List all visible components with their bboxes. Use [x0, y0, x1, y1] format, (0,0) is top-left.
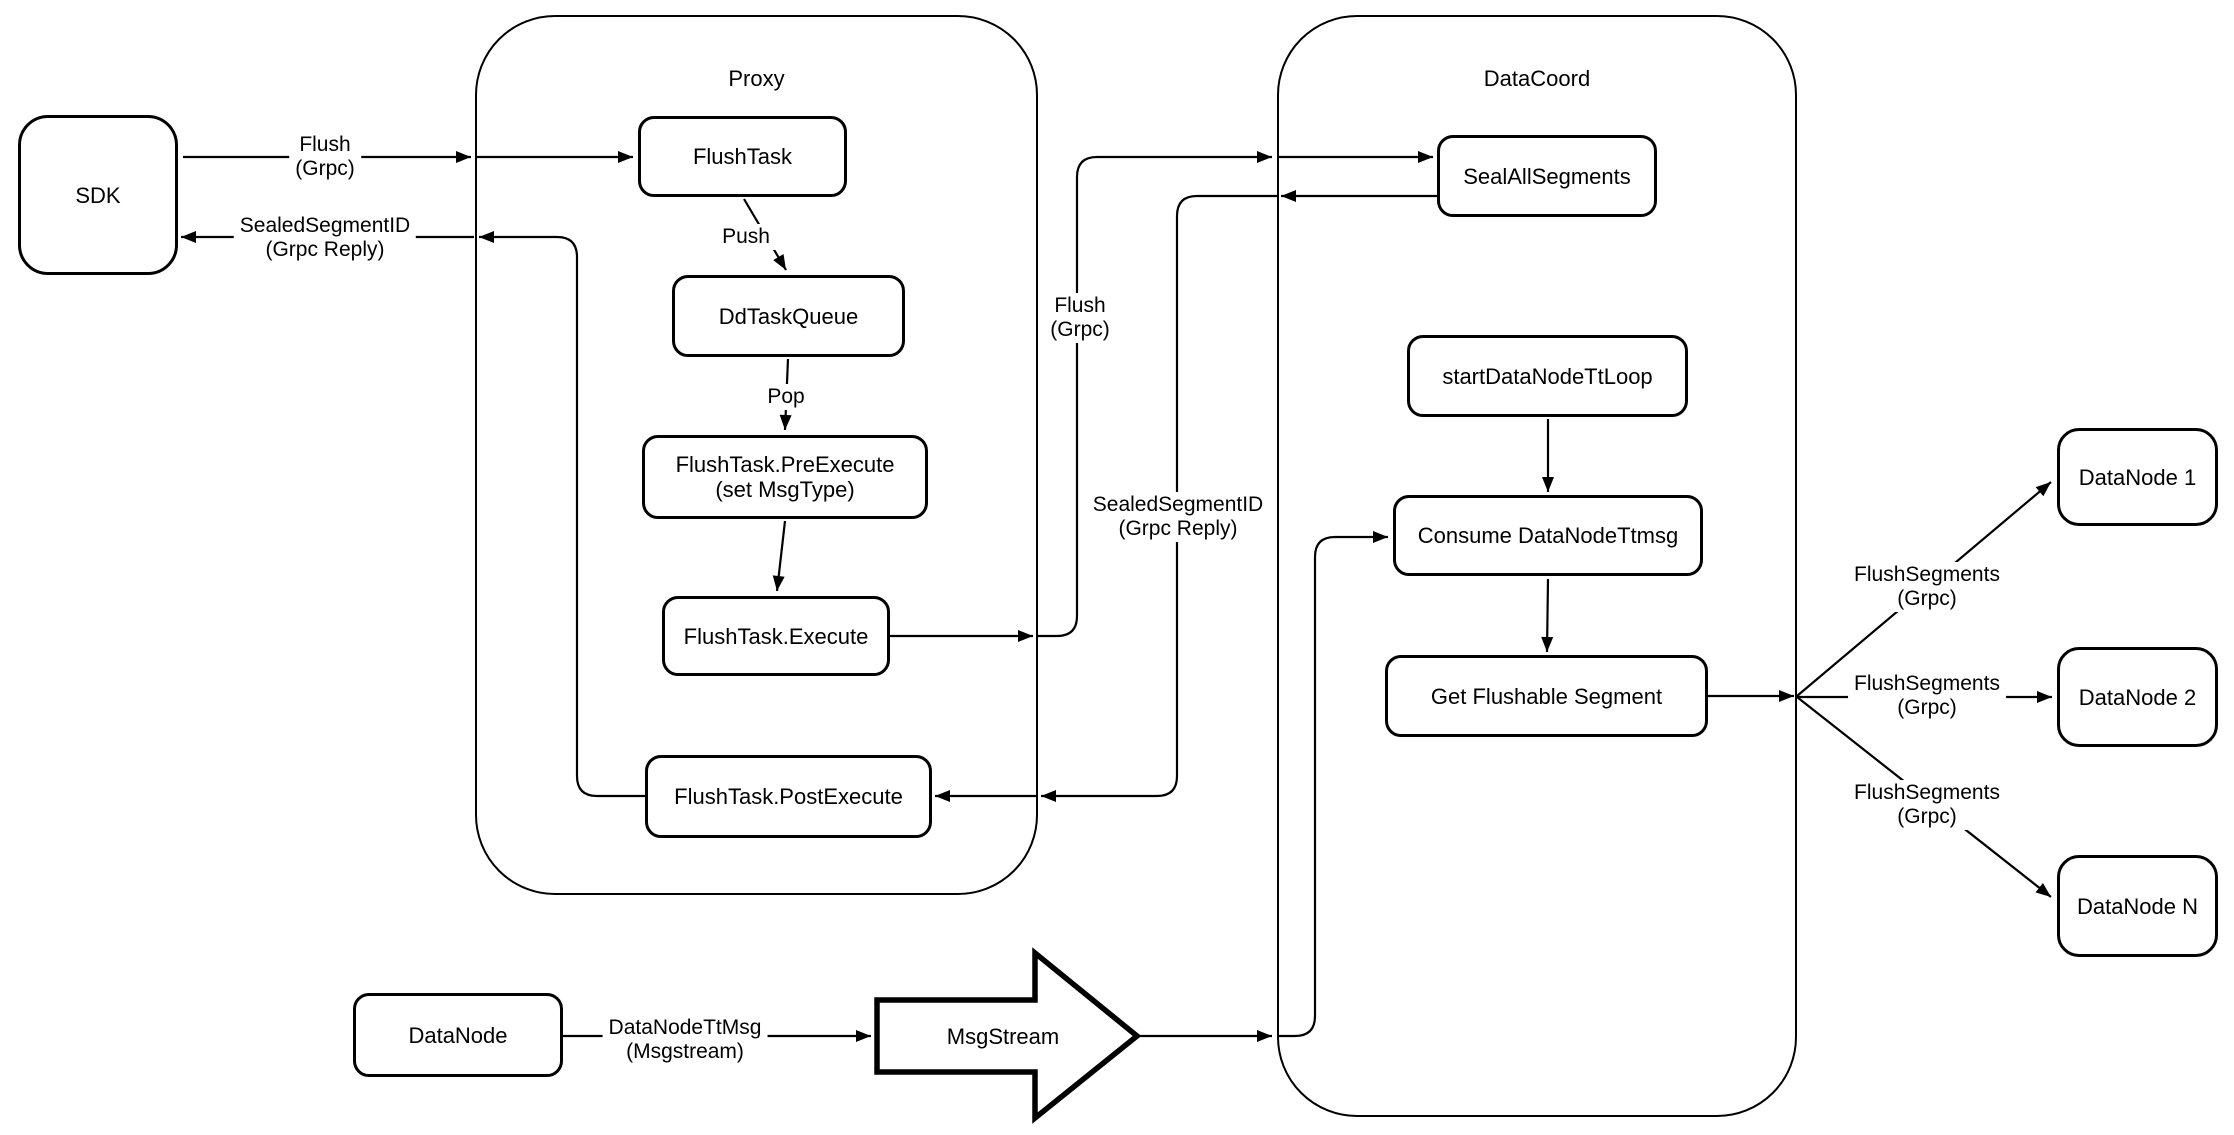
edge-label-flush-to-datacoord-line1: Flush — [1054, 294, 1106, 317]
datacoord-container — [1277, 15, 1797, 1117]
node-preexecute: FlushTask.PreExecute (set MsgType) — [642, 435, 928, 519]
node-datanode-label: DataNode — [408, 1022, 508, 1048]
edge-label-push: Push — [716, 224, 776, 250]
edge-label-flush-request-line2: (Grpc) — [295, 157, 355, 180]
edge-label-push-text: Push — [722, 225, 770, 248]
node-ddtaskqueue: DdTaskQueue — [672, 275, 905, 357]
edge-label-datanodettmsg-line1: DataNodeTtMsg — [608, 1016, 762, 1039]
edge-label-flush-to-datacoord: Flush (Grpc) — [1044, 293, 1116, 343]
edge-label-sealed-reply-to-proxy-line2: (Grpc Reply) — [1118, 517, 1238, 540]
proxy-container-title: Proxy — [728, 66, 785, 91]
node-flushtask-label: FlushTask — [692, 144, 793, 169]
edge-label-pop: Pop — [761, 384, 811, 410]
edge-label-flushsegments-1-line1: FlushSegments — [1854, 563, 2000, 586]
edge-preexecute-to-execute — [772, 520, 787, 592]
edge-msgstream-up-to-consume — [1277, 531, 1388, 1038]
node-sealallsegments-label: SealAllSegments — [1463, 163, 1631, 189]
edge-label-sealed-reply-to-sdk-line1: SealedSegmentID — [239, 214, 411, 237]
node-datanode-n: DataNode N — [2057, 855, 2218, 957]
node-sealallsegments: SealAllSegments — [1437, 135, 1657, 217]
msgstream-arrow-shape — [874, 947, 1142, 1124]
node-consumedatanodettmsg-label: Consume DataNodeTtmsg — [1417, 523, 1679, 548]
edge-label-sealed-reply-to-sdk-line2: (Grpc Reply) — [265, 238, 385, 261]
edge-label-flushsegments-3-line2: (Grpc) — [1897, 805, 1957, 828]
node-startdatanodettloop-label: startDataNodeTtLoop — [1442, 363, 1653, 389]
msgstream-shape-label: MsgStream — [946, 1024, 1060, 1049]
node-postexecute: FlushTask.PostExecute — [645, 755, 932, 838]
edge-label-datanodettmsg-line2: (Msgstream) — [626, 1040, 744, 1063]
edge-label-flush-request: Flush (Grpc) — [289, 132, 361, 182]
node-ddtaskqueue-label: DdTaskQueue — [718, 303, 859, 329]
node-execute-label: FlushTask.Execute — [683, 623, 869, 649]
node-postexecute-label: FlushTask.PostExecute — [674, 784, 903, 809]
edge-label-flushsegments-1-line2: (Grpc) — [1897, 587, 1957, 610]
node-datanode: DataNode — [353, 993, 563, 1077]
edge-label-flushsegments-2-line1: FlushSegments — [1854, 672, 2000, 695]
proxy-container — [475, 15, 1038, 895]
node-preexecute-label-line1: FlushTask.PreExecute — [675, 452, 895, 477]
edge-label-flushsegments-3: FlushSegments (Grpc) — [1848, 780, 2006, 830]
node-datanode-1: DataNode 1 — [2057, 428, 2218, 526]
node-getflushablesegment-label: Get Flushable Segment — [1430, 683, 1663, 709]
node-startdatanodettloop: startDataNodeTtLoop — [1407, 335, 1688, 417]
node-datanode-2: DataNode 2 — [2057, 647, 2218, 747]
node-datanode-1-label: DataNode 1 — [2078, 464, 2197, 490]
node-preexecute-label-line2: (set MsgType) — [715, 477, 855, 502]
datacoord-container-title: DataCoord — [1483, 66, 1591, 91]
node-sdk: SDK — [18, 115, 178, 275]
node-datanode-n-label: DataNode N — [2076, 893, 2199, 919]
edge-label-sealed-reply-to-proxy-line1: SealedSegmentID — [1092, 493, 1264, 516]
node-getflushablesegment: Get Flushable Segment — [1385, 655, 1708, 737]
node-sdk-label: SDK — [75, 182, 121, 208]
edge-sealed-reply-up-to-proxy-edge — [479, 231, 645, 798]
edge-label-sealed-reply-to-sdk: SealedSegmentID (Grpc Reply) — [233, 213, 417, 263]
node-datanode-2-label: DataNode 2 — [2078, 684, 2197, 710]
edge-label-pop-text: Pop — [767, 385, 805, 408]
edge-label-flushsegments-2-line2: (Grpc) — [1897, 696, 1957, 719]
edge-label-sealed-reply-to-proxy: SealedSegmentID (Grpc Reply) — [1086, 492, 1270, 542]
edge-label-datanodettmsg: DataNodeTtMsg (Msgstream) — [602, 1015, 768, 1065]
edge-label-flushsegments-3-line1: FlushSegments — [1854, 781, 2000, 804]
node-flushtask: FlushTask — [638, 116, 847, 197]
edge-label-flush-to-datacoord-line2: (Grpc) — [1050, 318, 1110, 341]
edge-label-flush-request-line1: Flush — [299, 133, 351, 156]
edge-consume-to-getflushable — [1541, 578, 1554, 653]
edge-flush-up-to-datacoord — [1038, 151, 1272, 638]
edge-label-flushsegments-1: FlushSegments (Grpc) — [1848, 562, 2006, 612]
edge-label-flushsegments-2: FlushSegments (Grpc) — [1848, 671, 2006, 721]
node-consumedatanodettmsg: Consume DataNodeTtmsg — [1393, 495, 1703, 576]
node-execute: FlushTask.Execute — [662, 596, 890, 676]
